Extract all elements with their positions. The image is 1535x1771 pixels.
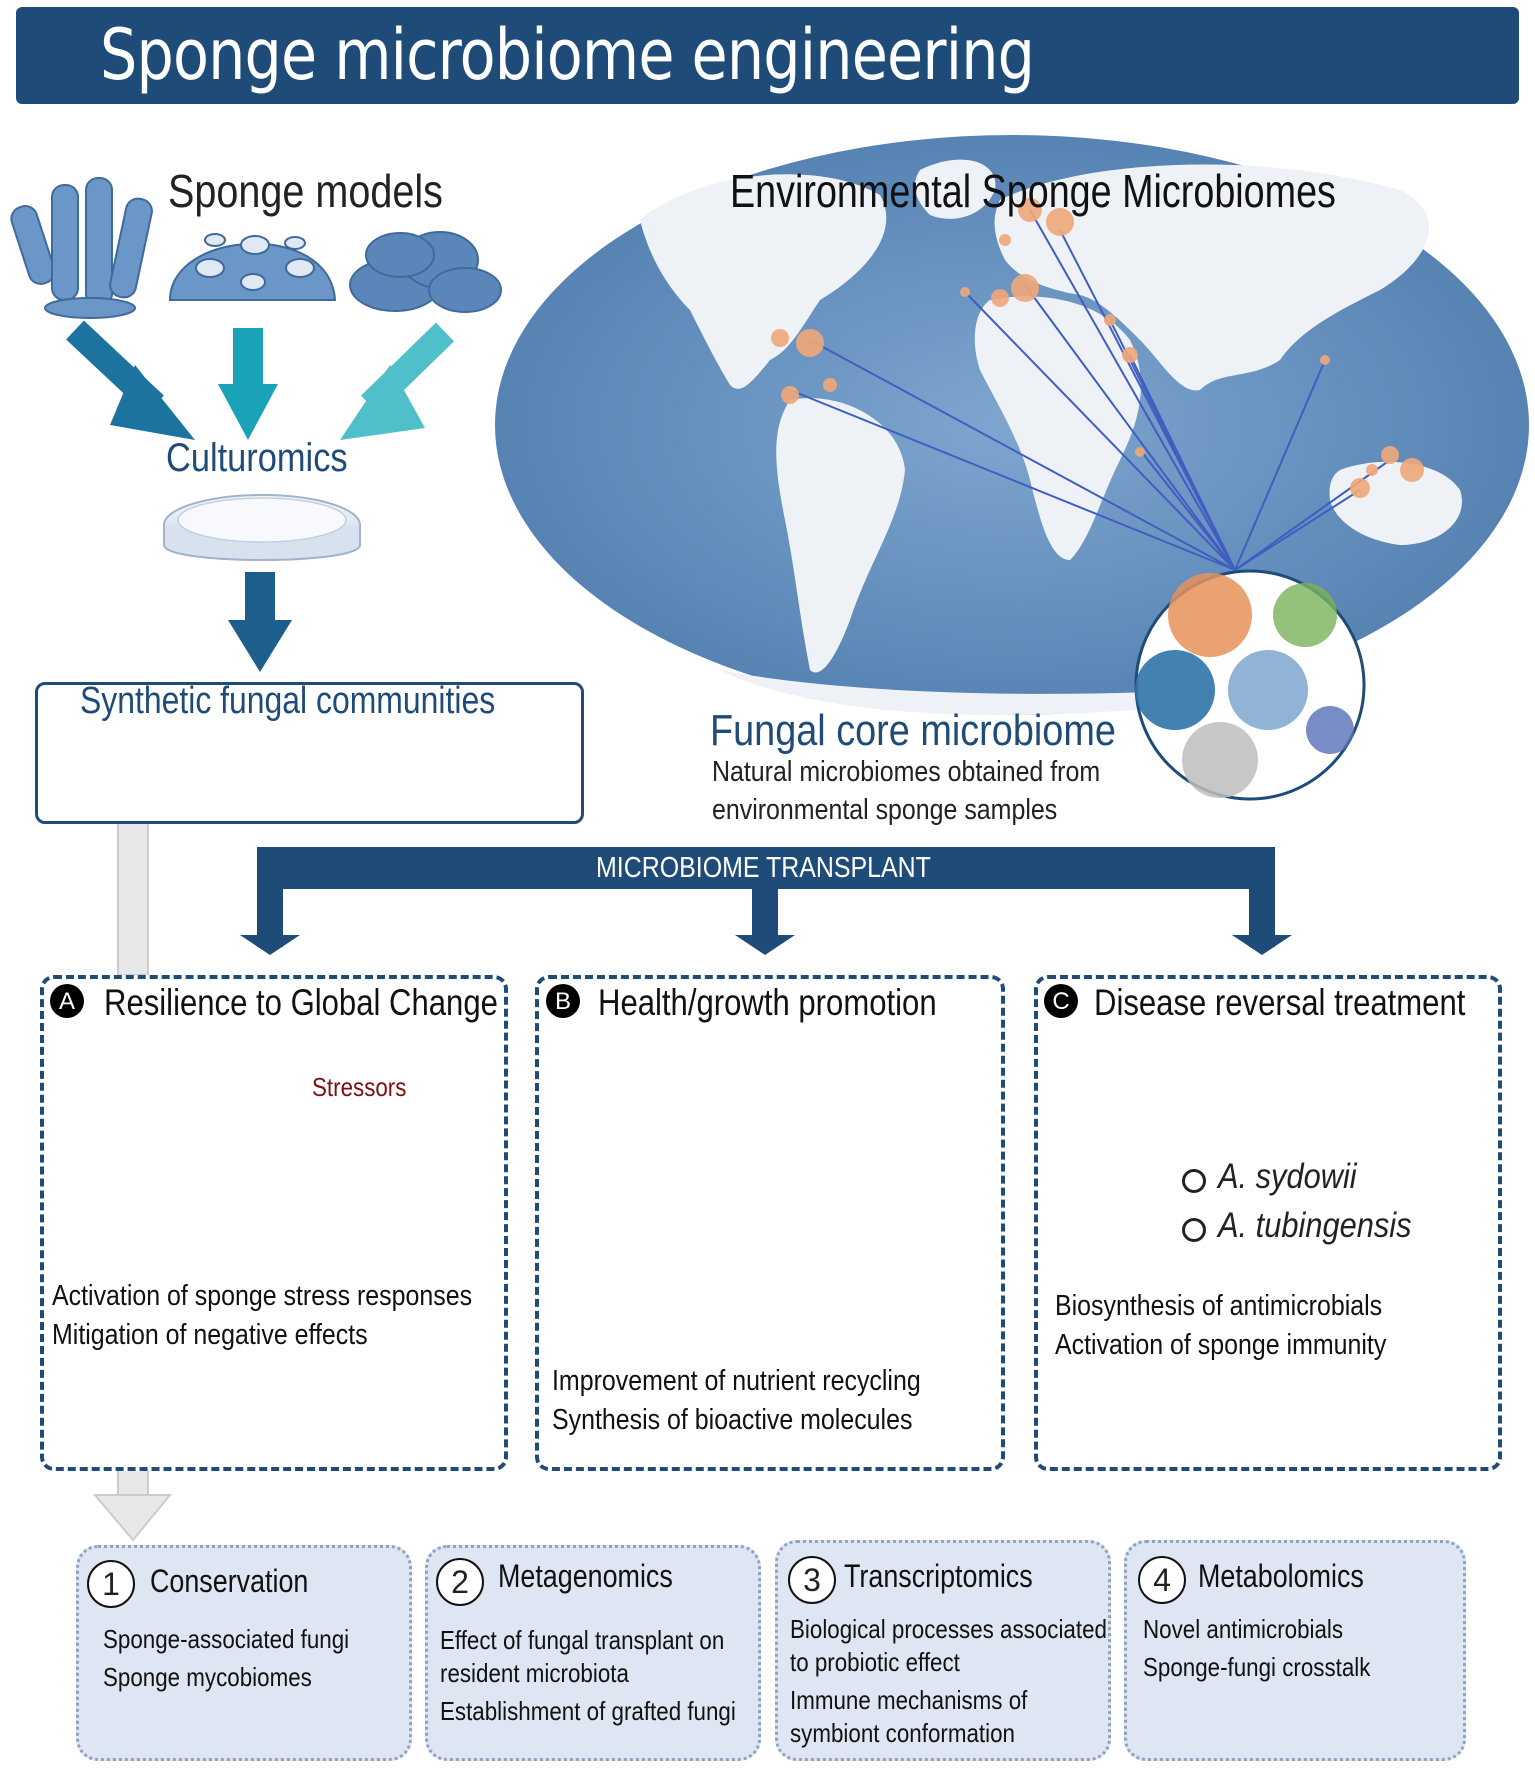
synthetic-communities-box xyxy=(35,682,584,824)
box-2-line-3: Establishment of grafted fungi xyxy=(440,1696,736,1726)
panel-b-line-1: Improvement of nutrient recycling xyxy=(552,1365,921,1397)
box-1-line-2: Sponge mycobiomes xyxy=(103,1662,312,1692)
sponge-models-title: Sponge models xyxy=(168,165,443,217)
number-2: 2 xyxy=(436,1558,484,1606)
world-map xyxy=(495,135,1529,801)
arrow-left xyxy=(66,320,195,440)
number-1: 1 xyxy=(87,1560,135,1608)
species-sydowii: A. sydowii xyxy=(1218,1157,1357,1196)
synthetic-communities-title: Synthetic fungal communities xyxy=(80,680,496,722)
panel-a-line-2: Mitigation of negative effects xyxy=(52,1319,368,1351)
box-2-line-2: resident microbiota xyxy=(440,1658,629,1688)
arrow-right xyxy=(340,322,455,440)
panel-c-line-2: Activation of sponge immunity xyxy=(1055,1329,1387,1361)
petri-dish-icon xyxy=(163,494,361,561)
land-africa xyxy=(974,296,1141,560)
species-marker-1 xyxy=(1182,1169,1206,1193)
microbiome-transplant-label: MICROBIOME TRANSPLANT xyxy=(596,852,931,884)
environmental-microbiomes-title: Environmental Sponge Microbiomes xyxy=(730,165,1336,217)
species-marker-2 xyxy=(1182,1218,1206,1242)
badge-c: C xyxy=(1044,984,1078,1018)
box-4-title: Metabolomics xyxy=(1198,1558,1364,1594)
number-3: 3 xyxy=(788,1556,836,1604)
box-2-line-1: Effect of fungal transplant on xyxy=(440,1625,725,1655)
badge-a: A xyxy=(50,984,84,1018)
page-title: Sponge microbiome engineering xyxy=(100,14,1035,96)
sponge-icon-dome xyxy=(168,233,337,301)
panel-c-title: Disease reversal treatment xyxy=(1094,982,1466,1023)
title-banner xyxy=(16,7,1519,104)
panel-resilience xyxy=(40,975,508,1471)
panel-a-line-1: Activation of sponge stress responses xyxy=(52,1280,473,1312)
panel-a-title: Resilience to Global Change xyxy=(104,982,498,1023)
box-1-line-1: Sponge-associated fungi xyxy=(103,1624,350,1654)
fungal-core-title: Fungal core microbiome xyxy=(710,706,1116,755)
fungal-core-desc-2: environmental sponge samples xyxy=(712,794,1058,826)
box-1-title: Conservation xyxy=(150,1563,309,1599)
culturomics-label: Culturomics xyxy=(166,436,348,480)
box-3-line-3: Immune mechanisms of xyxy=(790,1685,1028,1715)
box-3-title: Transcriptomics xyxy=(844,1558,1033,1594)
sponge-icon-encrusting xyxy=(349,231,502,313)
land-eurasia xyxy=(994,164,1429,391)
panel-b-title: Health/growth promotion xyxy=(598,982,937,1023)
land-north-america xyxy=(640,174,887,389)
transplant-bracket xyxy=(240,847,1292,955)
land-south-america xyxy=(776,398,905,673)
box-3-line-2: to probiotic effect xyxy=(790,1647,960,1677)
box-2-title: Metagenomics xyxy=(498,1558,673,1594)
core-fungi xyxy=(1135,573,1354,798)
number-4: 4 xyxy=(1138,1556,1186,1604)
arrow-center xyxy=(218,328,278,440)
fungal-core-desc-1: Natural microbiomes obtained from xyxy=(712,756,1101,788)
stressors-label: Stressors xyxy=(312,1072,407,1102)
box-3-line-1: Biological processes associated xyxy=(790,1614,1107,1644)
sponge-icon-tubular xyxy=(10,177,153,319)
land-greenland xyxy=(914,159,996,219)
panel-health-growth xyxy=(535,975,1005,1471)
box-3-line-4: symbiont conformation xyxy=(790,1718,1015,1748)
panel-c-line-1: Biosynthesis of antimicrobials xyxy=(1055,1290,1383,1322)
sample-dots xyxy=(771,198,1424,498)
box-4-line-1: Novel antimicrobials xyxy=(1143,1614,1344,1644)
badge-b: B xyxy=(546,984,580,1018)
box-4-line-2: Sponge-fungi crosstalk xyxy=(1143,1652,1371,1682)
panel-disease-reversal xyxy=(1034,975,1502,1471)
species-tubingensis: A. tubingensis xyxy=(1218,1206,1412,1245)
panel-b-line-2: Synthesis of bioactive molecules xyxy=(552,1404,913,1436)
sample-lines xyxy=(789,209,1391,571)
arrow-down-synthetic xyxy=(228,572,292,672)
